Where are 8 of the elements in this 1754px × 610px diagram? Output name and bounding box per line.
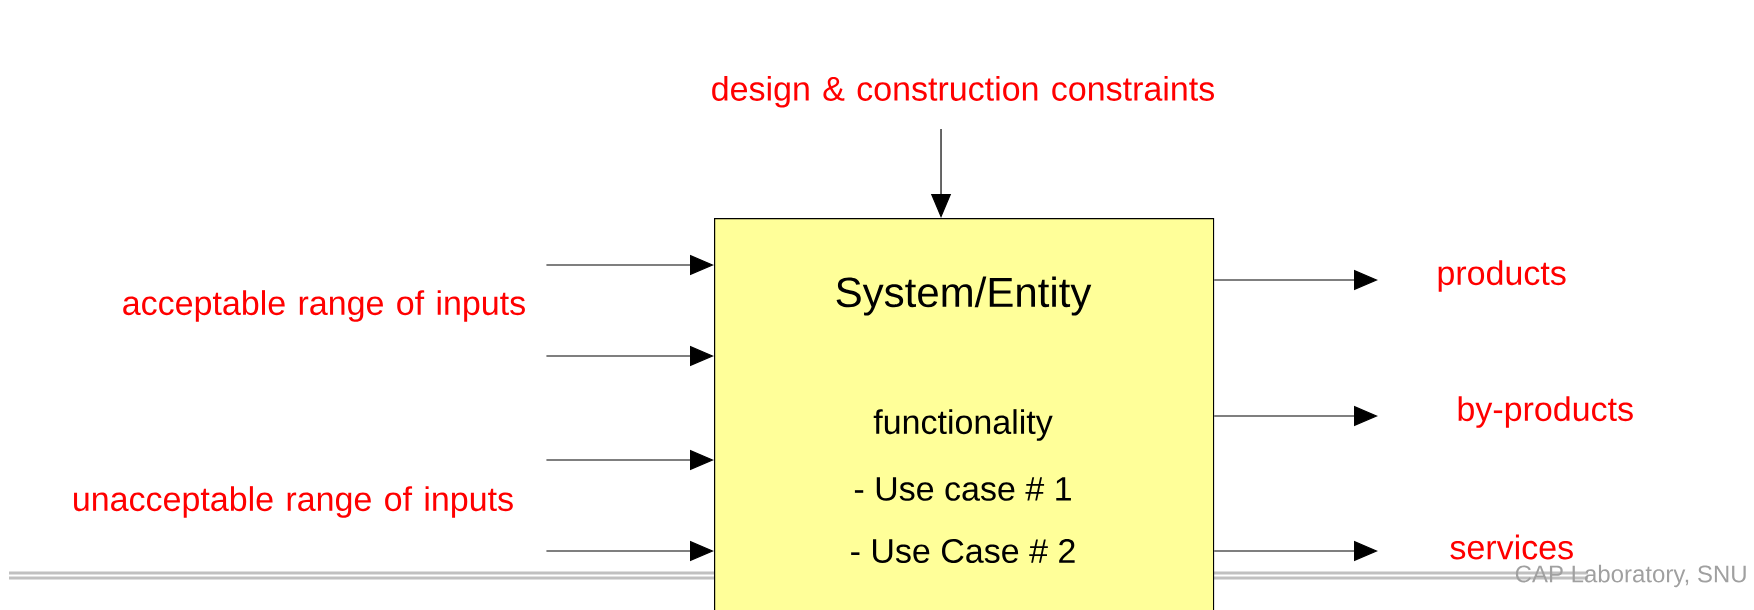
footer-text: CAP Laboratory, SNU	[1515, 564, 1746, 588]
text-label: by-products	[1458, 396, 1633, 428]
text-label: unacceptable range of inputs	[74, 486, 513, 518]
text-label: products	[1438, 260, 1566, 292]
text-label: acceptable range of inputs	[123, 290, 525, 322]
text-label: design & construction constraints	[712, 75, 1214, 108]
system-box: System/Entity functionality - Use case # 1 - Use Case # 2	[714, 218, 1215, 610]
text-label: services	[1450, 534, 1573, 560]
